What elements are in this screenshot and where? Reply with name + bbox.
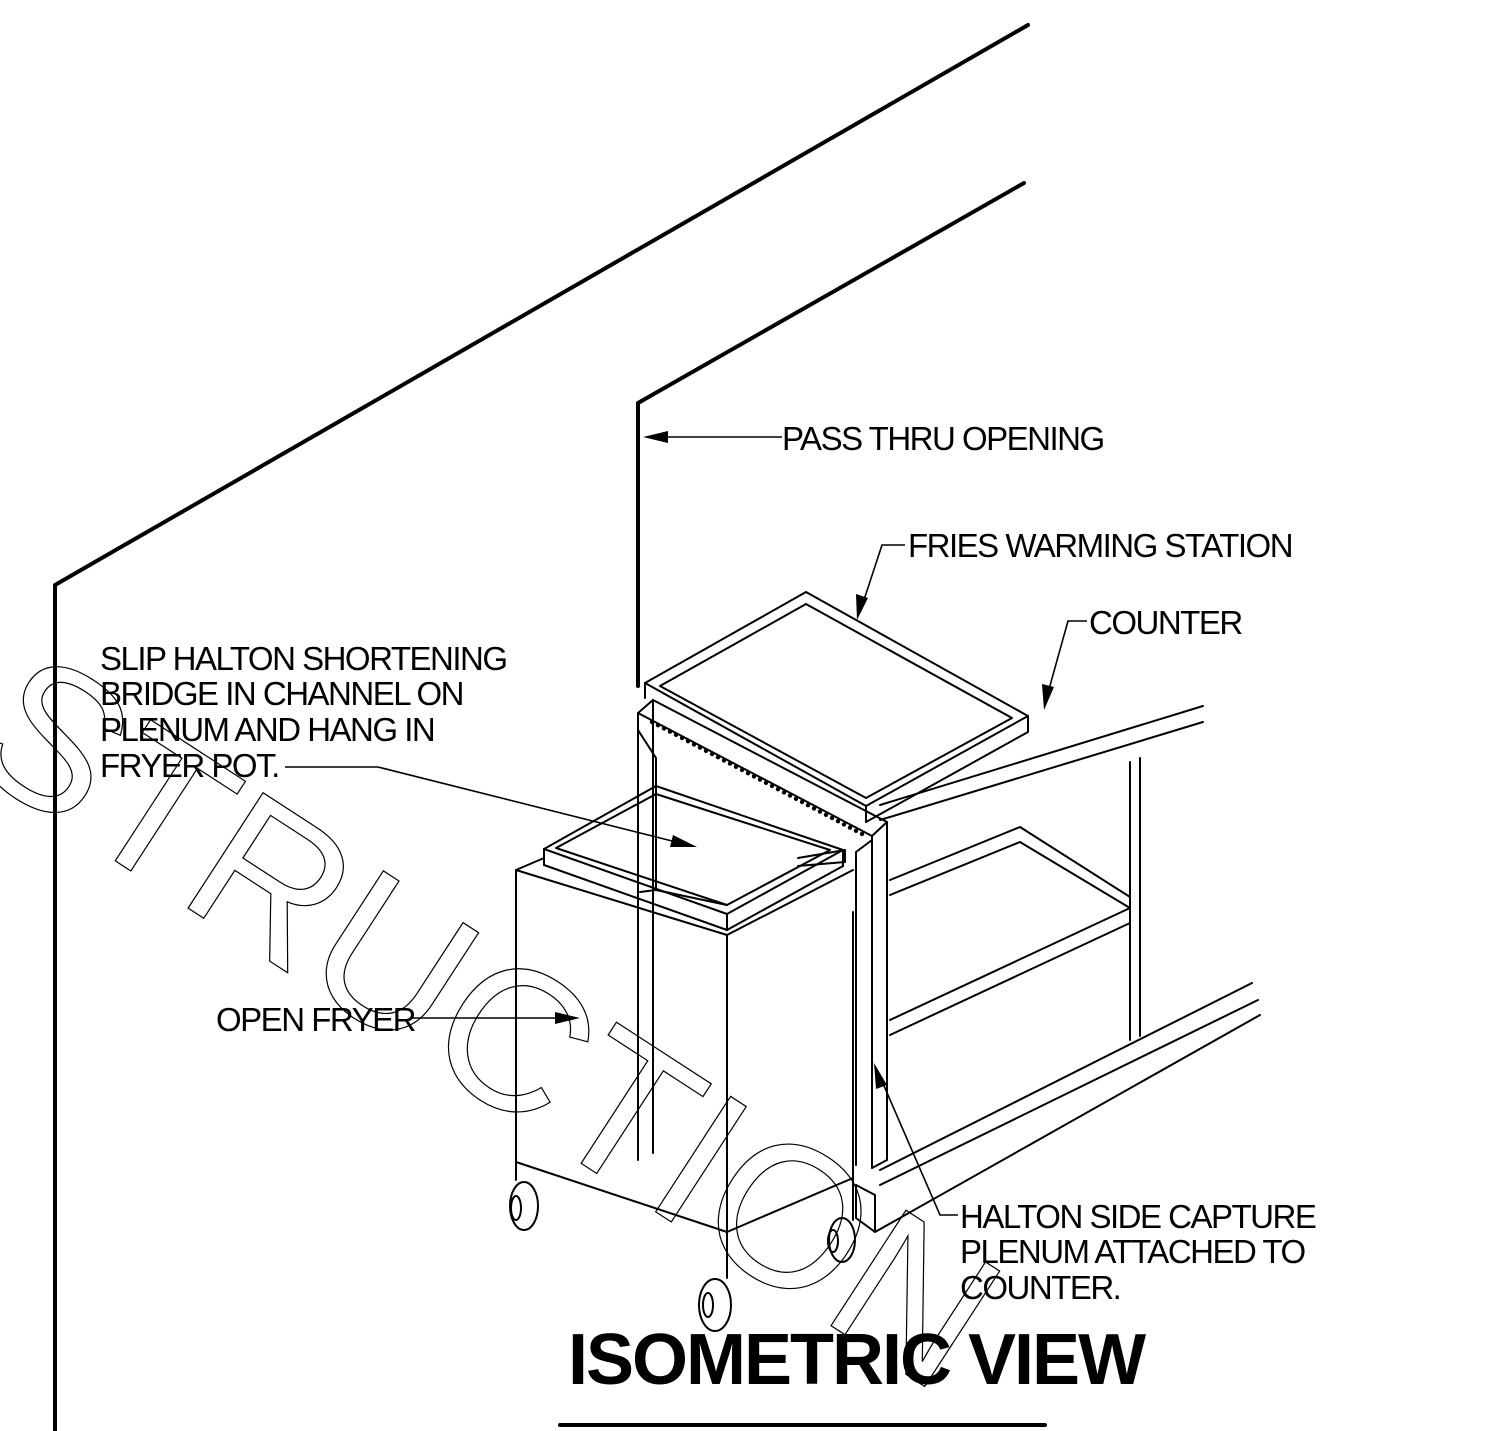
perforation-dot — [757, 777, 763, 782]
perforation-dot — [847, 825, 853, 830]
perforation-dot — [817, 809, 823, 814]
label-counter: COUNTER — [1089, 604, 1242, 641]
perforation-dot — [835, 819, 841, 824]
fries-warming-station — [644, 591, 1029, 823]
perforation-dot — [679, 735, 685, 741]
perforation-dot — [769, 783, 775, 789]
drawing-title: ISOMETRIC VIEW — [568, 1320, 1146, 1400]
perforation-dot — [805, 803, 811, 808]
perforation-dot — [799, 799, 805, 805]
perforation-dot — [709, 751, 715, 757]
leader-open-fryer — [412, 1012, 580, 1024]
perforation-dot — [673, 732, 679, 737]
label-slip-line-4: FRYER POT. — [100, 747, 279, 784]
leader-pass-thru — [643, 431, 782, 443]
perforation-dot — [727, 761, 733, 766]
perforation-dot — [841, 822, 847, 827]
perforation-dot — [829, 815, 835, 821]
perforation-dot — [793, 796, 799, 801]
perforation-dot — [823, 812, 829, 817]
perforation-dot — [667, 729, 673, 734]
label-slip-line-2: BRIDGE IN CHANNEL ON — [100, 675, 463, 712]
fryer-casters — [509, 1161, 856, 1332]
perforation-dot — [859, 831, 865, 837]
perforation-dot — [649, 719, 655, 725]
counter — [855, 705, 1261, 1233]
label-fries-station: FRIES WARMING STATION — [908, 527, 1292, 564]
perforation-dot — [763, 780, 769, 785]
perforation-dot — [775, 787, 781, 792]
label-plenum-line-1: HALTON SIDE CAPTURE — [960, 1198, 1316, 1235]
perforation-dot — [697, 745, 703, 750]
perforation-dot — [715, 755, 721, 760]
perforation-dot — [661, 726, 667, 731]
leader-plenum — [874, 1063, 958, 1216]
perforation-dot — [787, 793, 793, 798]
label-pass-thru: PASS THRU OPENING — [782, 420, 1104, 457]
leader-slip-bridge — [285, 766, 697, 847]
perforation-dot — [739, 767, 745, 773]
wall-outer — [53, 23, 1030, 1431]
leader-fries-station — [856, 544, 905, 620]
perforation-dot — [811, 806, 817, 811]
perforation-dot — [733, 764, 739, 769]
label-open-fryer: OPEN FRYER — [216, 1001, 416, 1038]
label-slip-line-1: SLIP HALTON SHORTENING — [100, 640, 507, 677]
perforation-dot — [781, 790, 787, 795]
perforation-dot — [721, 758, 727, 763]
perforation-dot — [691, 742, 697, 747]
perforation-dot — [853, 828, 859, 833]
label-slip-line-3: PLENUM AND HANG IN — [100, 711, 434, 748]
leader-counter — [1042, 620, 1087, 710]
halton-plenum — [637, 699, 888, 1169]
plenum-perforations — [649, 719, 865, 837]
wall-pass-thru-opening — [636, 181, 1026, 688]
perforation-dot — [703, 748, 709, 753]
label-plenum-line-2: PLENUM ATTACHED TO — [960, 1233, 1305, 1270]
label-plenum-line-3: COUNTER. — [960, 1269, 1120, 1306]
perforation-dot — [751, 774, 757, 779]
perforation-dot — [685, 739, 691, 744]
perforation-dot — [745, 771, 751, 776]
perforation-dot — [655, 723, 661, 728]
